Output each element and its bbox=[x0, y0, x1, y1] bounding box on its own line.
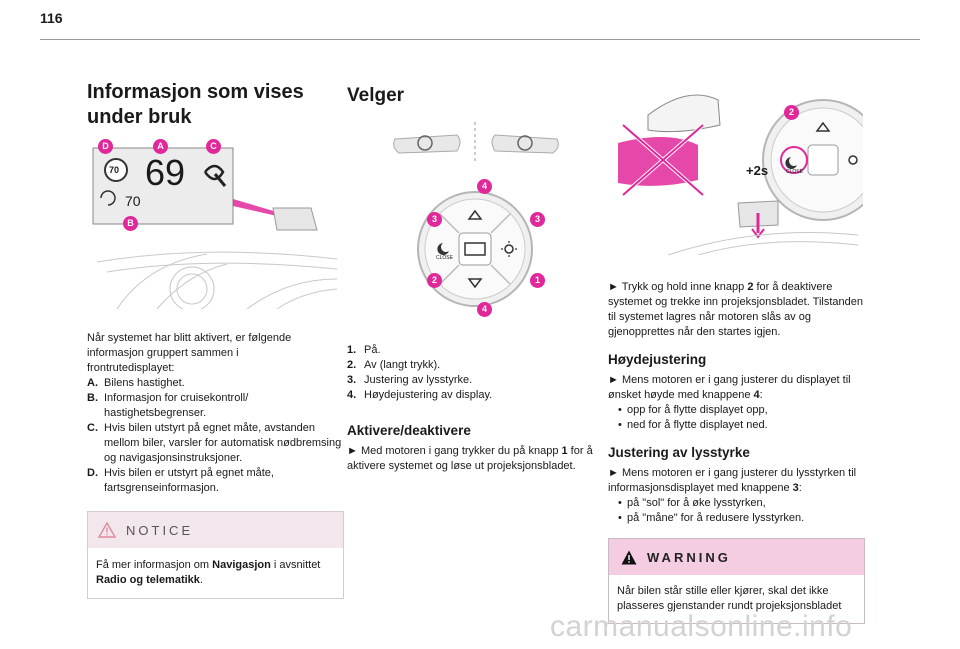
close-label: CLOSE bbox=[436, 255, 453, 261]
warning-triangle-icon bbox=[98, 522, 116, 538]
deactivate-text: ► Trykk og hold inne knapp 2 for å deakt… bbox=[608, 281, 863, 338]
callout-4-top: 4 bbox=[477, 179, 492, 194]
notice-header: NOTICE bbox=[88, 512, 343, 548]
list-item: på "sol" for å øke lysstyrken, bbox=[618, 496, 906, 511]
callout-4-bottom: 4 bbox=[477, 302, 492, 317]
callout-a: A bbox=[153, 139, 168, 154]
height-bullets: opp for å flytte displayet opp, ned for … bbox=[608, 403, 906, 433]
notice-title: NOTICE bbox=[126, 522, 194, 538]
list-item: på "måne" for å redusere lysstyrken. bbox=[618, 511, 906, 526]
list-item: C.Hvis bilen utstyrt på egnet måte, avst… bbox=[87, 422, 342, 464]
callout-c: C bbox=[206, 139, 221, 154]
callout-2: 2 bbox=[784, 105, 799, 120]
column-1: Informasjon som vises under bruk 70 69 7 bbox=[87, 58, 385, 599]
speed-limit-value: 70 bbox=[109, 165, 120, 175]
section-title-info: Informasjon som vises under bruk bbox=[87, 81, 304, 128]
top-divider bbox=[40, 39, 920, 40]
info-list: A.Bilens hastighet. B.Informasjon for cr… bbox=[87, 376, 342, 496]
activate-text: ► Med motoren i gang trykker du på knapp… bbox=[347, 445, 593, 472]
watermark: carmanualsonline.info bbox=[550, 610, 853, 643]
warning-body: Når bilen står stille eller kjører, skal… bbox=[617, 585, 842, 612]
deactivate-illustration: +2s 2 CLOSE bbox=[608, 85, 884, 256]
warning-box: WARNING Når bilen står stille eller kjør… bbox=[608, 538, 865, 624]
list-item: 1.På. bbox=[347, 344, 381, 356]
list-item: A.Bilens hastighet. bbox=[87, 377, 185, 389]
notice-body: Få mer informasjon om Navigasjon i avsni… bbox=[96, 559, 321, 586]
callout-1: 1 bbox=[530, 273, 545, 288]
close-label: CLOSE bbox=[786, 169, 803, 175]
selector-illustration: 4 3 3 2 1 4 CLOSE bbox=[347, 117, 602, 317]
callout-d: D bbox=[98, 139, 113, 154]
column-2: Velger 4 3 3 2 1 bbox=[347, 58, 645, 474]
intro-text: Når systemet har blitt aktivert, er følg… bbox=[87, 332, 292, 374]
list-item: 4.Høydejustering av display. bbox=[347, 389, 493, 401]
callout-2: 2 bbox=[427, 273, 442, 288]
selector-list: 1.På. 2.Av (langt trykk). 3.Justering av… bbox=[347, 343, 645, 403]
subtitle-height: Høydejustering bbox=[608, 352, 707, 367]
warning-triangle-icon bbox=[621, 550, 637, 564]
list-item: B.Informasjon for cruisekontroll/ hastig… bbox=[87, 392, 249, 419]
cruise-value: 70 bbox=[125, 193, 141, 209]
list-item: ned for å flytte displayet ned. bbox=[618, 418, 906, 433]
list-item: D.Hvis bilen er utstyrt på egnet måte, f… bbox=[87, 467, 274, 494]
column-3: +2s 2 CLOSE ► Trykk og hold inne knapp 2… bbox=[608, 58, 906, 624]
list-item: 3.Justering av lysstyrke. bbox=[347, 374, 473, 386]
warning-title: WARNING bbox=[647, 549, 731, 565]
height-text: ► Mens motoren er i gang justerer du dis… bbox=[608, 374, 851, 401]
notice-box: NOTICE Få mer informasjon om Navigasjon … bbox=[87, 511, 344, 599]
hud-illustration: 70 69 70 D A C B bbox=[87, 139, 342, 312]
warning-header: WARNING bbox=[609, 539, 864, 575]
callout-b: B bbox=[123, 216, 138, 231]
brightness-text: ► Mens motoren er i gang justerer du lys… bbox=[608, 467, 857, 494]
callout-3-left: 3 bbox=[427, 212, 442, 227]
hold-duration-label: +2s bbox=[746, 163, 769, 178]
list-item: 2.Av (langt trykk). bbox=[347, 359, 441, 371]
brightness-bullets: på "sol" for å øke lysstyrken, på "måne"… bbox=[608, 496, 906, 526]
subtitle-brightness: Justering av lysstyrke bbox=[608, 445, 750, 460]
list-item: opp for å flytte displayet opp, bbox=[618, 403, 906, 418]
subtitle-activate: Aktivere/deaktivere bbox=[347, 423, 471, 438]
section-title-velger: Velger bbox=[347, 85, 405, 106]
callout-3-right: 3 bbox=[530, 212, 545, 227]
speed-value: 69 bbox=[145, 152, 186, 193]
page-number: 116 bbox=[40, 10, 63, 26]
